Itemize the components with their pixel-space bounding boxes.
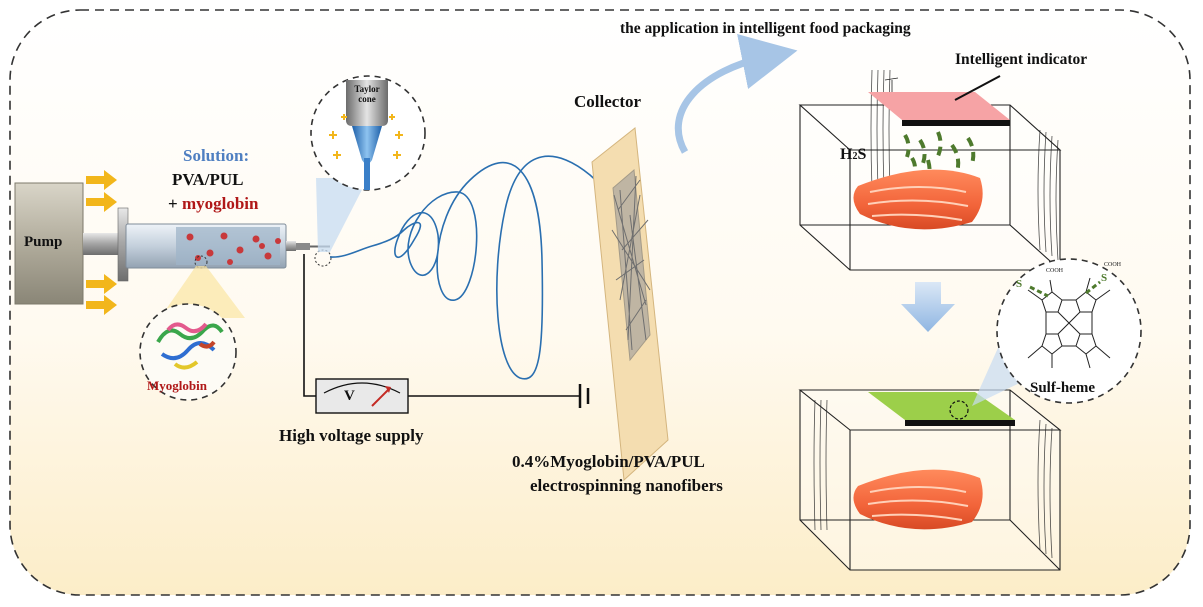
h2s-end: S <box>857 146 867 163</box>
solution-line2: + myoglobin <box>168 194 258 214</box>
intelligent-indicator-label: Intelligent indicator <box>955 51 1088 68</box>
voltmeter-symbol: V <box>344 388 355 404</box>
cooh-right-label: COOH <box>1104 262 1122 268</box>
fiber-mat <box>611 168 651 362</box>
spinning-jet <box>329 155 621 380</box>
protein-ribbon-icon <box>156 322 224 370</box>
h2s-main: H <box>840 146 853 163</box>
taylor-cone-label: Taylor cone <box>352 84 382 104</box>
voltage-circuit <box>303 254 590 408</box>
solution-line1: PVA/PUL <box>172 170 244 189</box>
voltmeter <box>315 378 409 414</box>
yellow-arrows <box>86 170 117 315</box>
taylor-cone-icon <box>346 80 388 190</box>
solution-title: Solution: <box>183 146 250 165</box>
sulfur-right-label: S <box>1101 272 1108 284</box>
salmon-2 <box>853 469 983 530</box>
top-caption: the application in intelligent food pack… <box>620 20 911 37</box>
solution-highlight: myoglobin <box>181 194 259 213</box>
myoglobin-particles <box>186 232 281 265</box>
myoglobin-label: Myoglobin <box>147 378 207 393</box>
sulf-heme-structure-icon <box>1027 277 1111 369</box>
collector-label: Collector <box>574 92 642 111</box>
intelligent-indicator-before <box>868 92 1010 120</box>
pump-label: Pump <box>24 234 63 250</box>
sulf-heme-zoom-circle <box>996 258 1142 404</box>
application-curved-arrow <box>674 34 798 154</box>
nanofiber-label-line2: electrospinning nanofibers <box>530 476 723 495</box>
cooh-left-label: COOH <box>1046 268 1064 274</box>
h2s-label: H2S <box>840 146 866 164</box>
nanofiber-label-line1: 0.4%Myoglobin/PVA/PUL <box>512 452 705 471</box>
charge-symbols <box>329 114 403 159</box>
high-voltage-label: High voltage supply <box>279 426 424 445</box>
process-arrow-down <box>901 282 955 332</box>
sulf-heme-label: Sulf-heme <box>1030 380 1095 396</box>
background-frame <box>9 9 1191 596</box>
solution-plus: + <box>168 194 182 213</box>
taylor-line1: Taylor <box>354 84 380 94</box>
taylor-line2: cone <box>358 94 376 104</box>
salmon-1 <box>853 169 983 230</box>
sulfur-left-label: S <box>1016 278 1023 290</box>
sulfur-dashes <box>1029 280 1101 298</box>
pump <box>14 182 84 305</box>
h2s-sub: 2 <box>852 151 858 162</box>
